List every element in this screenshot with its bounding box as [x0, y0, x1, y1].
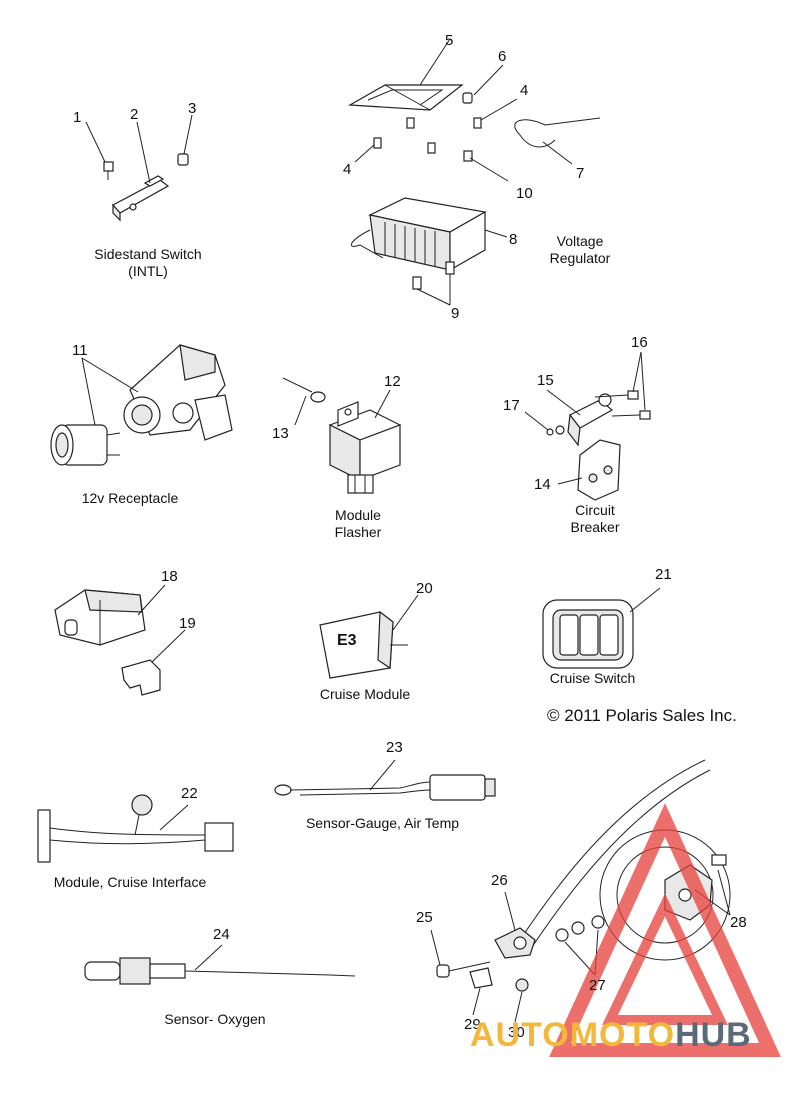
part-connector-18-19 [54, 584, 186, 696]
callout-4: 4 [520, 82, 529, 99]
callout-7: 7 [576, 165, 585, 182]
callout-1: 1 [73, 109, 82, 126]
callout-23: 23 [386, 739, 403, 756]
watermark-text: AUTOMOTOHUB [470, 1016, 752, 1054]
callout-27: 27 [589, 977, 606, 994]
callout-11: 11 [72, 342, 88, 359]
part-module-flasher [282, 377, 402, 494]
callout-14: 14 [534, 476, 551, 493]
callout-16: 16 [631, 334, 648, 351]
callout-20: 20 [416, 580, 433, 597]
callout-10: 10 [516, 185, 533, 202]
caption-sidestand-switch: Sidestand Switch(INTL) [94, 246, 202, 279]
callout-2: 2 [130, 106, 139, 123]
part-sidestand-switch [85, 114, 193, 222]
caption-cruise-module: Cruise Module [319, 686, 411, 702]
watermark-logo-icon [549, 803, 781, 1057]
callout-4: 4 [343, 161, 352, 178]
callout-6: 6 [498, 48, 507, 65]
cruise-module-label: E3 [337, 632, 357, 649]
caption-cruise-switch: Cruise Switch [549, 670, 636, 686]
callout-8: 8 [509, 231, 518, 248]
part-voltage-regulator [347, 38, 601, 306]
callout-22: 22 [181, 785, 198, 802]
callout-24: 24 [213, 926, 230, 943]
caption-oxygen-sensor: Sensor- Oxygen [164, 1011, 266, 1027]
part-cruise-switch [542, 587, 661, 669]
callout-26: 26 [491, 872, 508, 889]
part-cruise-module [319, 594, 419, 679]
callout-17: 17 [503, 397, 520, 414]
callout-21: 21 [655, 566, 672, 583]
part-oxygen-sensor [84, 944, 356, 985]
callout-5: 5 [445, 32, 454, 49]
caption-air-temp-sensor: Sensor-Gauge, Air Temp [305, 815, 460, 831]
callout-12: 12 [384, 373, 401, 390]
callout-15: 15 [537, 372, 554, 389]
callout-29: 29 [464, 1016, 481, 1033]
callout-30: 30 [508, 1024, 525, 1041]
part-12v-receptacle [50, 344, 233, 466]
part-circuit-breaker [524, 351, 651, 501]
callout-25: 25 [416, 909, 433, 926]
callout-9: 9 [451, 305, 460, 322]
part-air-temp-sensor [274, 759, 496, 801]
callout-28: 28 [730, 914, 747, 931]
callout-13: 13 [272, 425, 289, 442]
copyright-text: © 2011 Polaris Sales Inc. [547, 706, 737, 725]
callout-19: 19 [179, 615, 196, 632]
callout-18: 18 [161, 568, 178, 585]
part-cruise-interface [37, 794, 234, 863]
callout-3: 3 [188, 100, 197, 117]
caption-cruise-interface: Module, Cruise Interface [53, 874, 207, 890]
caption-12v-receptacle: 12v Receptacle [81, 490, 179, 506]
